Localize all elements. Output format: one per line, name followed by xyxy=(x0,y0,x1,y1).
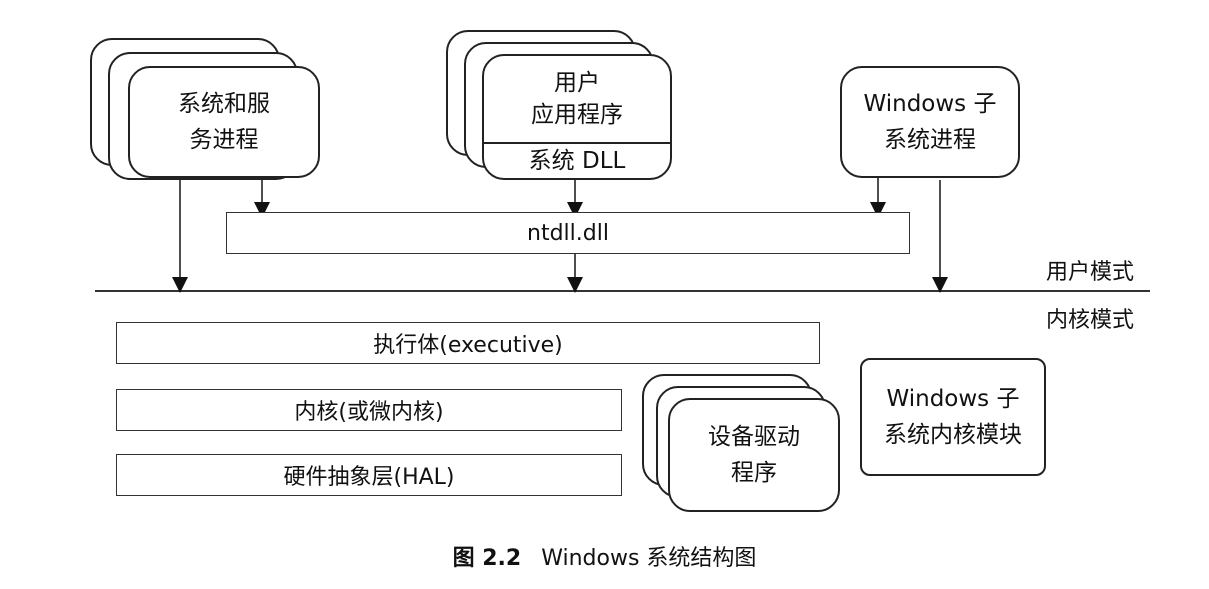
figure-caption: 图 2.2 Windows 系统结构图 xyxy=(0,540,1209,572)
system-dll-section: 系统 DLL xyxy=(484,144,670,178)
windows-subsystem-kernel-label: Windows 子 系统内核模块 xyxy=(884,386,1022,448)
device-drivers-box: 设备驱动 程序 xyxy=(668,398,840,512)
windows-subsystem-kernel-box: Windows 子 系统内核模块 xyxy=(860,358,1046,476)
system-services-process-label: 系统和服 务进程 xyxy=(178,91,270,153)
executive-label: 执行体(executive) xyxy=(373,333,563,358)
user-app-box: 用户 应用程序 系统 DLL xyxy=(482,54,672,180)
system-dll-label: 系统 DLL xyxy=(528,148,626,174)
kernel-label: 内核(或微内核) xyxy=(294,400,444,425)
ntdll-label: ntdll.dll xyxy=(527,220,609,246)
user-app-section: 用户 应用程序 xyxy=(484,56,670,142)
device-drivers-label: 设备驱动 程序 xyxy=(708,424,800,486)
user-mode-label: 用户模式 xyxy=(1046,260,1135,285)
kernel-mode-label: 内核模式 xyxy=(1046,308,1135,333)
system-services-process-box: 系统和服 务进程 xyxy=(128,66,320,178)
windows-subsystem-process-label: Windows 子 系统进程 xyxy=(863,91,997,153)
windows-subsystem-process-box: Windows 子 系统进程 xyxy=(840,66,1020,178)
hal-label: 硬件抽象层(HAL) xyxy=(283,465,455,490)
executive-bar: 执行体(executive) xyxy=(116,322,820,364)
kernel-bar: 内核(或微内核) xyxy=(116,389,622,431)
user-app-label: 用户 应用程序 xyxy=(531,70,623,128)
figure-number: 图 2.2 xyxy=(452,546,522,571)
ntdll-bar: ntdll.dll xyxy=(226,212,910,254)
user-app-divider xyxy=(484,142,670,144)
figure-title: Windows 系统结构图 xyxy=(541,546,757,571)
hal-bar: 硬件抽象层(HAL) xyxy=(116,454,622,496)
